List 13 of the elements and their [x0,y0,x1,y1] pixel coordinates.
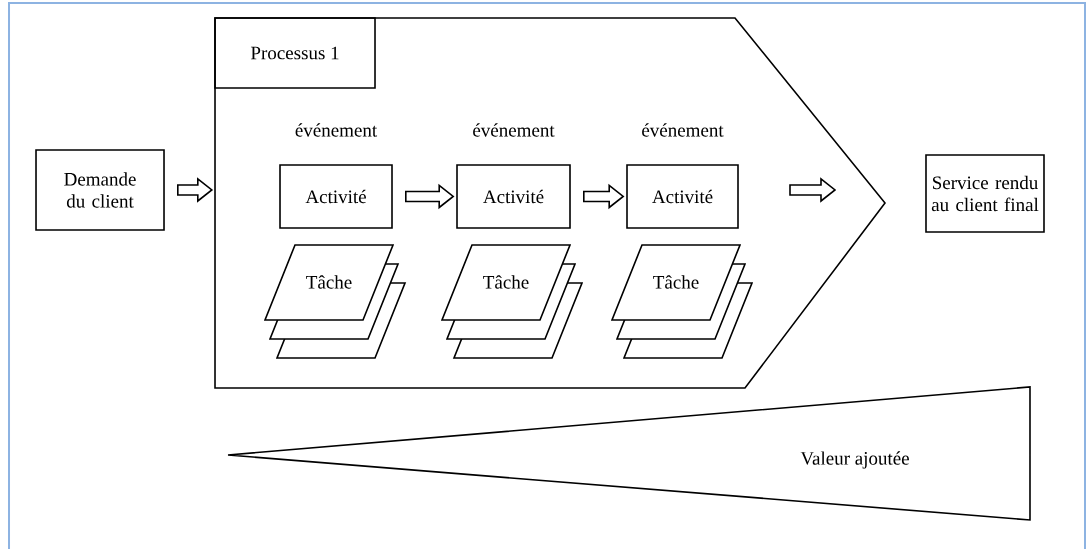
block-arrow [405,183,455,210]
event-label: événement [642,123,724,137]
value-wedge: Valeur ajoutée [227,386,1031,521]
event-label: événement [295,123,378,137]
text-box: Service rendu au client final [925,154,1045,233]
block-arrow [583,183,625,210]
text-box: Demande du client [35,149,165,231]
event-label: événement [473,123,555,137]
process-tab: Processus 1 [214,17,376,89]
activity-box: Activité [456,164,571,229]
activity-box: Activité [279,164,393,229]
block-arrow [177,177,214,203]
activity-box: Activité [626,164,739,229]
